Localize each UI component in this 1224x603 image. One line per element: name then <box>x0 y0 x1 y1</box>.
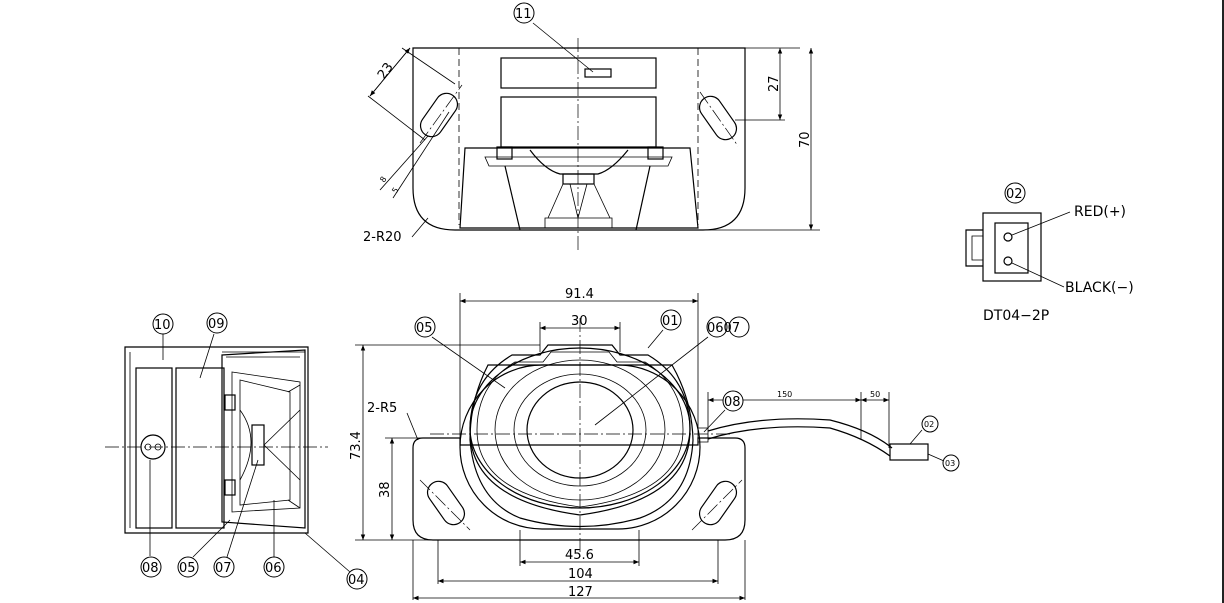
label-r20: 2-R20 <box>363 230 402 245</box>
balloon-08-front: 08 <box>724 395 741 410</box>
dim-127: 127 <box>568 585 593 600</box>
dim-50: 50 <box>870 390 880 399</box>
dim-8: 8 <box>378 175 388 184</box>
label-black: BLACK(−) <box>1065 280 1134 296</box>
balloon-08-side: 08 <box>142 561 159 576</box>
dim-30: 30 <box>571 314 588 329</box>
balloon-11: 11 <box>515 7 532 22</box>
label-red: RED(+) <box>1074 204 1126 220</box>
balloon-05-front: 05 <box>416 321 433 336</box>
label-r5: 2-R5 <box>367 401 397 416</box>
dim-5: 5 <box>390 186 400 195</box>
balloon-06: 06 <box>265 561 282 576</box>
balloon-02: 02 <box>1006 187 1023 202</box>
balloon-03: 03 <box>945 459 955 468</box>
balloon-07: 07 <box>215 561 232 576</box>
balloon-05-side: 05 <box>179 561 196 576</box>
dim-45-6: 45.6 <box>565 548 594 563</box>
dim-70: 70 <box>798 131 813 148</box>
balloon-02-small: 02 <box>924 420 934 429</box>
dim-104: 104 <box>568 567 593 582</box>
dim-91-4: 91.4 <box>565 287 594 302</box>
front-view: 150 50 91.4 30 73.4 38 2-R5 45.6 104 <box>349 287 960 601</box>
right-edge-rule <box>1222 0 1224 603</box>
dim-73-4: 73.4 <box>349 431 364 460</box>
balloon-09: 09 <box>208 317 225 332</box>
balloon-0607: 0607 <box>707 321 740 336</box>
balloon-10: 10 <box>154 318 171 333</box>
side-view: 10 09 08 05 07 06 04 <box>105 312 368 590</box>
balloon-01: 01 <box>662 314 679 329</box>
label-dt04: DT04−2P <box>983 308 1049 324</box>
dim-23: 23 <box>375 60 397 82</box>
balloon-04: 04 <box>348 573 365 588</box>
connector-view: 02 RED(+) BLACK(−) DT04−2P <box>965 182 1134 324</box>
dim-27: 27 <box>767 75 782 92</box>
dim-38: 38 <box>378 481 393 498</box>
front-base-outline <box>412 437 746 541</box>
top-view: 23 8 5 27 70 2-R20 11 <box>363 2 820 250</box>
dim-150: 150 <box>777 390 792 399</box>
